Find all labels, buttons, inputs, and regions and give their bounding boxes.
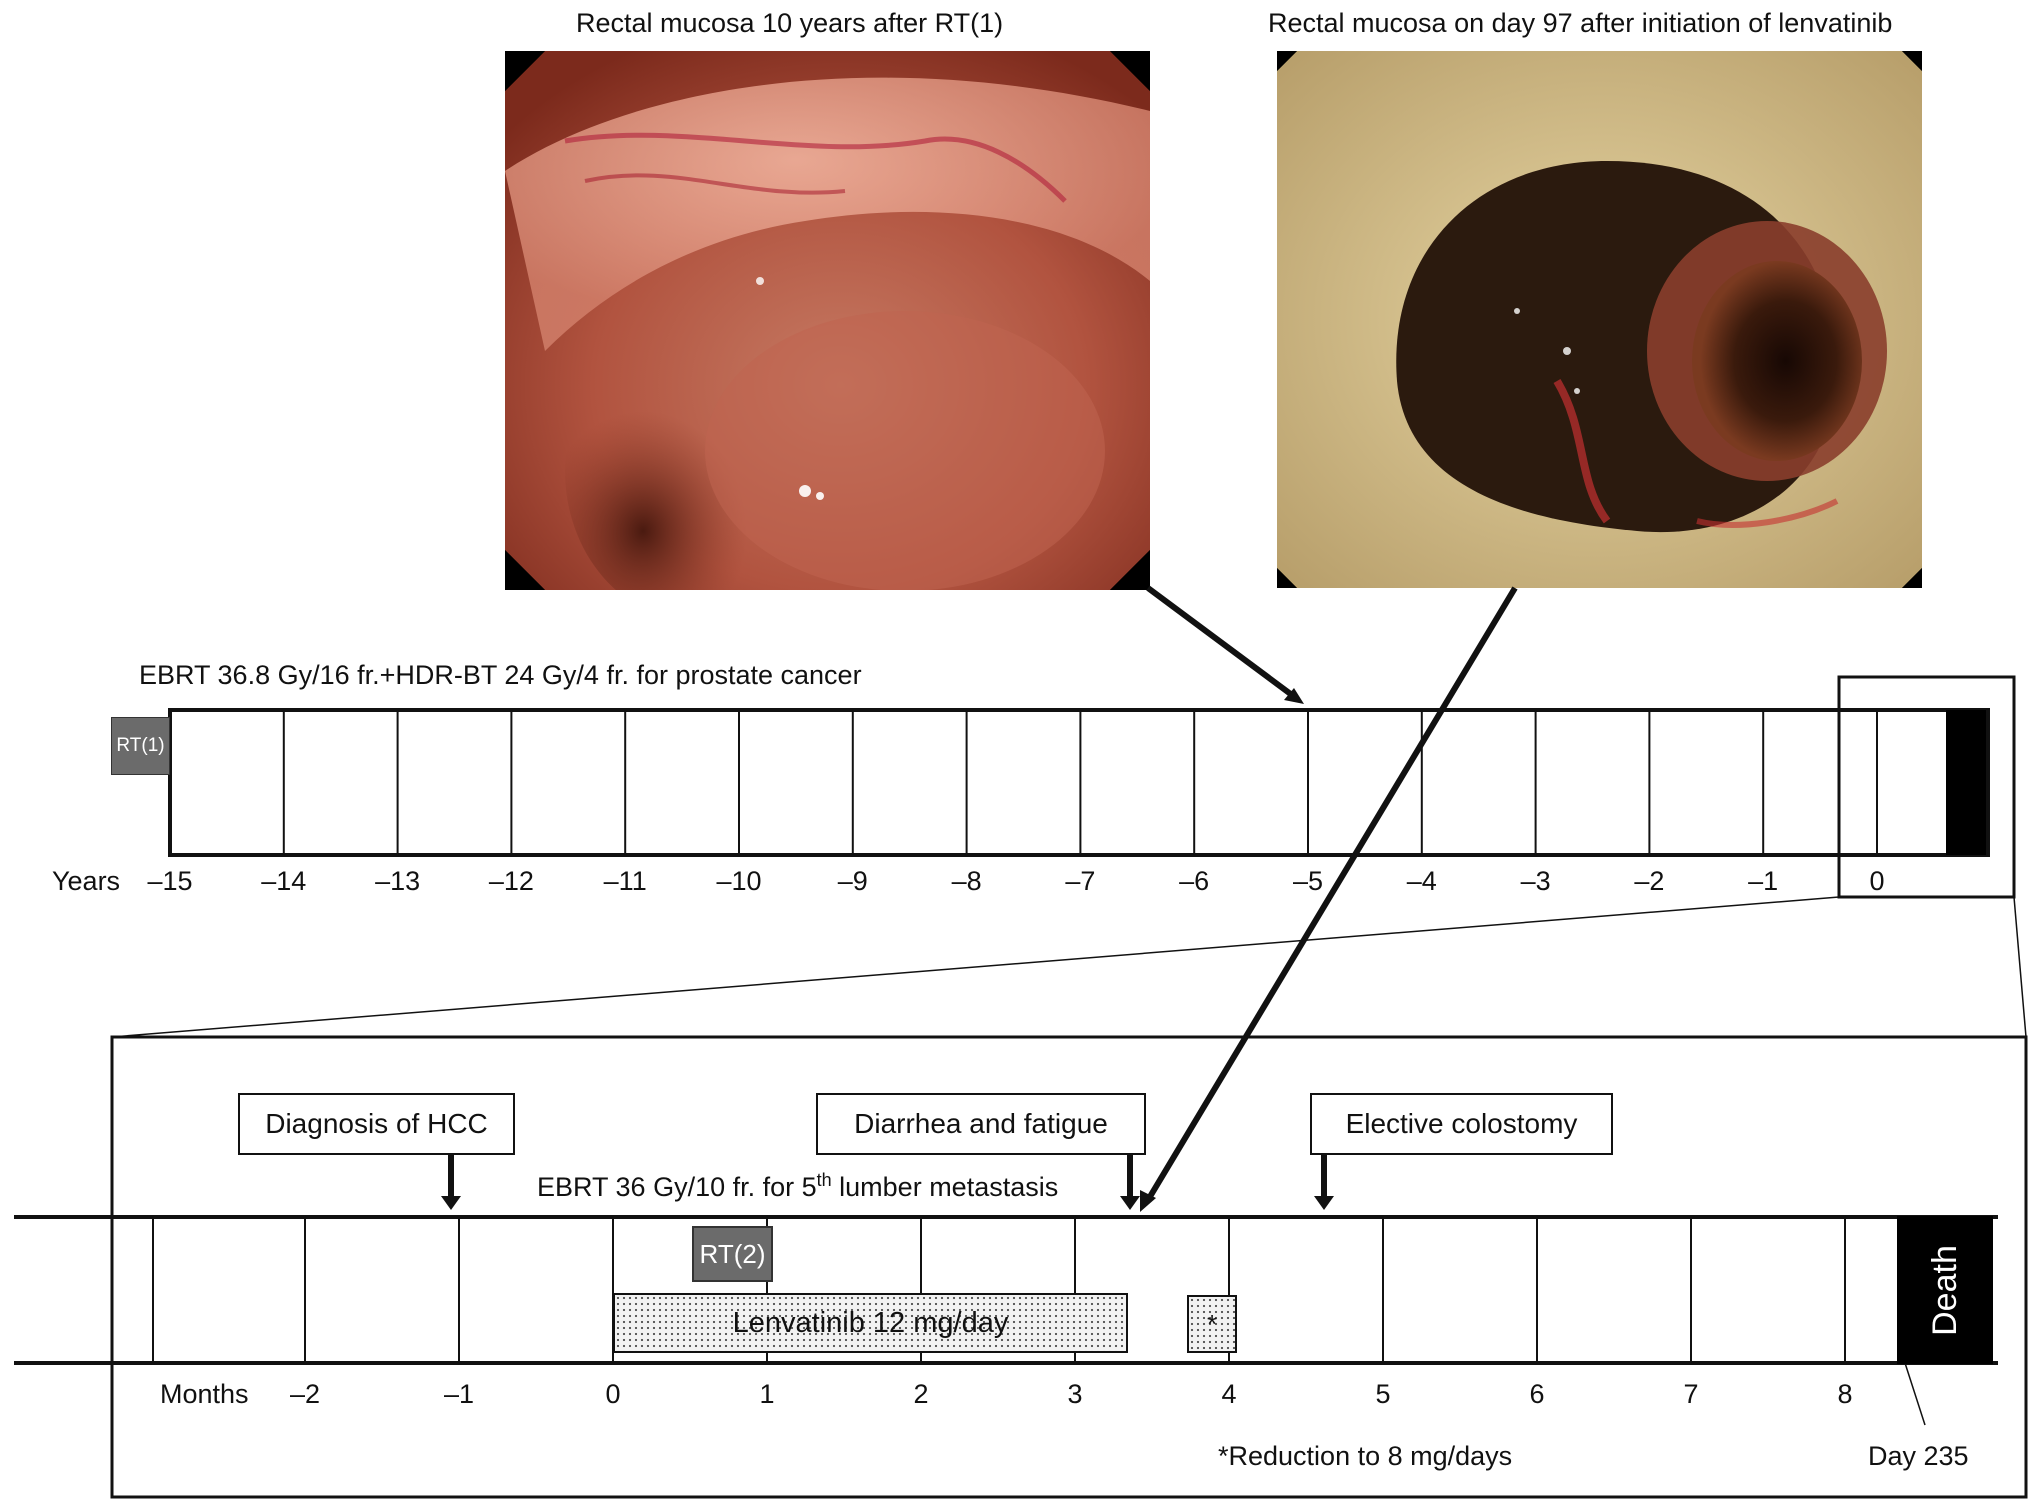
colostomy-callout: Elective colostomy (1310, 1093, 1613, 1155)
death-label: Death (1925, 1245, 1964, 1336)
left-photo-caption: Rectal mucosa 10 years after RT(1) (576, 8, 1003, 39)
reduction-marker: * (1207, 1309, 1217, 1340)
rt2-box: RT(2) (692, 1226, 773, 1282)
top-tick-label: –9 (838, 866, 868, 897)
diagnosis-callout-label: Diagnosis of HCC (265, 1108, 488, 1140)
top-tick-label: –11 (604, 866, 647, 897)
top-tick-label: –5 (1293, 866, 1323, 897)
right-photo-caption: Rectal mucosa on day 97 after initiation… (1268, 8, 1892, 39)
reduction-note: *Reduction to 8 mg/days (1218, 1441, 1512, 1472)
top-tick-label: –2 (1634, 866, 1664, 897)
top-axis-label: Years (52, 866, 120, 897)
top-tick-label: 0 (1869, 866, 1884, 897)
top-timeline-bar (170, 710, 1988, 855)
bottom-tick-label: 0 (605, 1379, 620, 1410)
bottom-tick-label: 4 (1221, 1379, 1236, 1410)
bottom-tick-label: 3 (1067, 1379, 1082, 1410)
rectal-mucosa-photo-left (505, 51, 1150, 590)
bottom-tick-label: –2 (290, 1379, 320, 1410)
top-timeline-caption: EBRT 36.8 Gy/16 fr.+HDR-BT 24 Gy/4 fr. f… (139, 660, 862, 691)
zoom-box (1839, 677, 2014, 897)
top-tick-label: –12 (489, 866, 534, 897)
rectal-mucosa-photo-right (1277, 51, 1922, 588)
colostomy-callout-label: Elective colostomy (1346, 1108, 1578, 1140)
top-tick-label: –14 (261, 866, 306, 897)
diarrhea-callout: Diarrhea and fatigue (816, 1093, 1146, 1155)
ebrt-metastasis-caption: EBRT 36 Gy/10 fr. for 5th lumber metasta… (537, 1170, 1058, 1203)
rt1-box: RT(1) (111, 717, 170, 775)
top-tick-label: –10 (716, 866, 761, 897)
death-box: Death (1897, 1216, 1993, 1364)
bottom-tick-label: 8 (1837, 1379, 1852, 1410)
bottom-tick-label: –1 (444, 1379, 474, 1410)
ebrt-caption-suffix: lumber metastasis (832, 1172, 1059, 1202)
zoom-projection-left (112, 897, 1839, 1037)
zoom-projection-right (2014, 897, 2026, 1037)
top-tick-label: –15 (147, 866, 192, 897)
rt1-label: RT(1) (116, 735, 164, 757)
bottom-tick-label: 1 (759, 1379, 774, 1410)
ebrt-caption-prefix: EBRT 36 Gy/10 fr. for 5 (537, 1172, 817, 1202)
bottom-tick-label: 2 (913, 1379, 928, 1410)
bottom-tick-label: 7 (1683, 1379, 1698, 1410)
day-235-label: Day 235 (1868, 1441, 1969, 1472)
photo-left-arrow (1148, 588, 1296, 698)
top-tick-label: –3 (1521, 866, 1551, 897)
lenvatinib-bar: Lenvatinib 12 mg/day (613, 1293, 1128, 1353)
top-tick-label: –7 (1065, 866, 1095, 897)
day-235-pointer (1905, 1363, 1925, 1425)
top-tick-label: –6 (1179, 866, 1209, 897)
ebrt-caption-sup: th (817, 1170, 832, 1190)
lenvatinib-label: Lenvatinib 12 mg/day (733, 1307, 1009, 1340)
top-tick-label: –8 (952, 866, 982, 897)
bottom-tick-label: 6 (1529, 1379, 1544, 1410)
diagnosis-callout: Diagnosis of HCC (238, 1093, 515, 1155)
top-tick-label: –4 (1407, 866, 1437, 897)
diarrhea-callout-label: Diarrhea and fatigue (854, 1108, 1108, 1140)
bottom-axis-label: Months (160, 1379, 249, 1410)
top-tick-label: –13 (375, 866, 420, 897)
top-timeline-end-block (1946, 710, 1986, 855)
reduction-marker-box: * (1187, 1295, 1237, 1353)
rt2-label: RT(2) (700, 1239, 766, 1270)
bottom-tick-label: 5 (1375, 1379, 1390, 1410)
top-tick-label: –1 (1748, 866, 1778, 897)
